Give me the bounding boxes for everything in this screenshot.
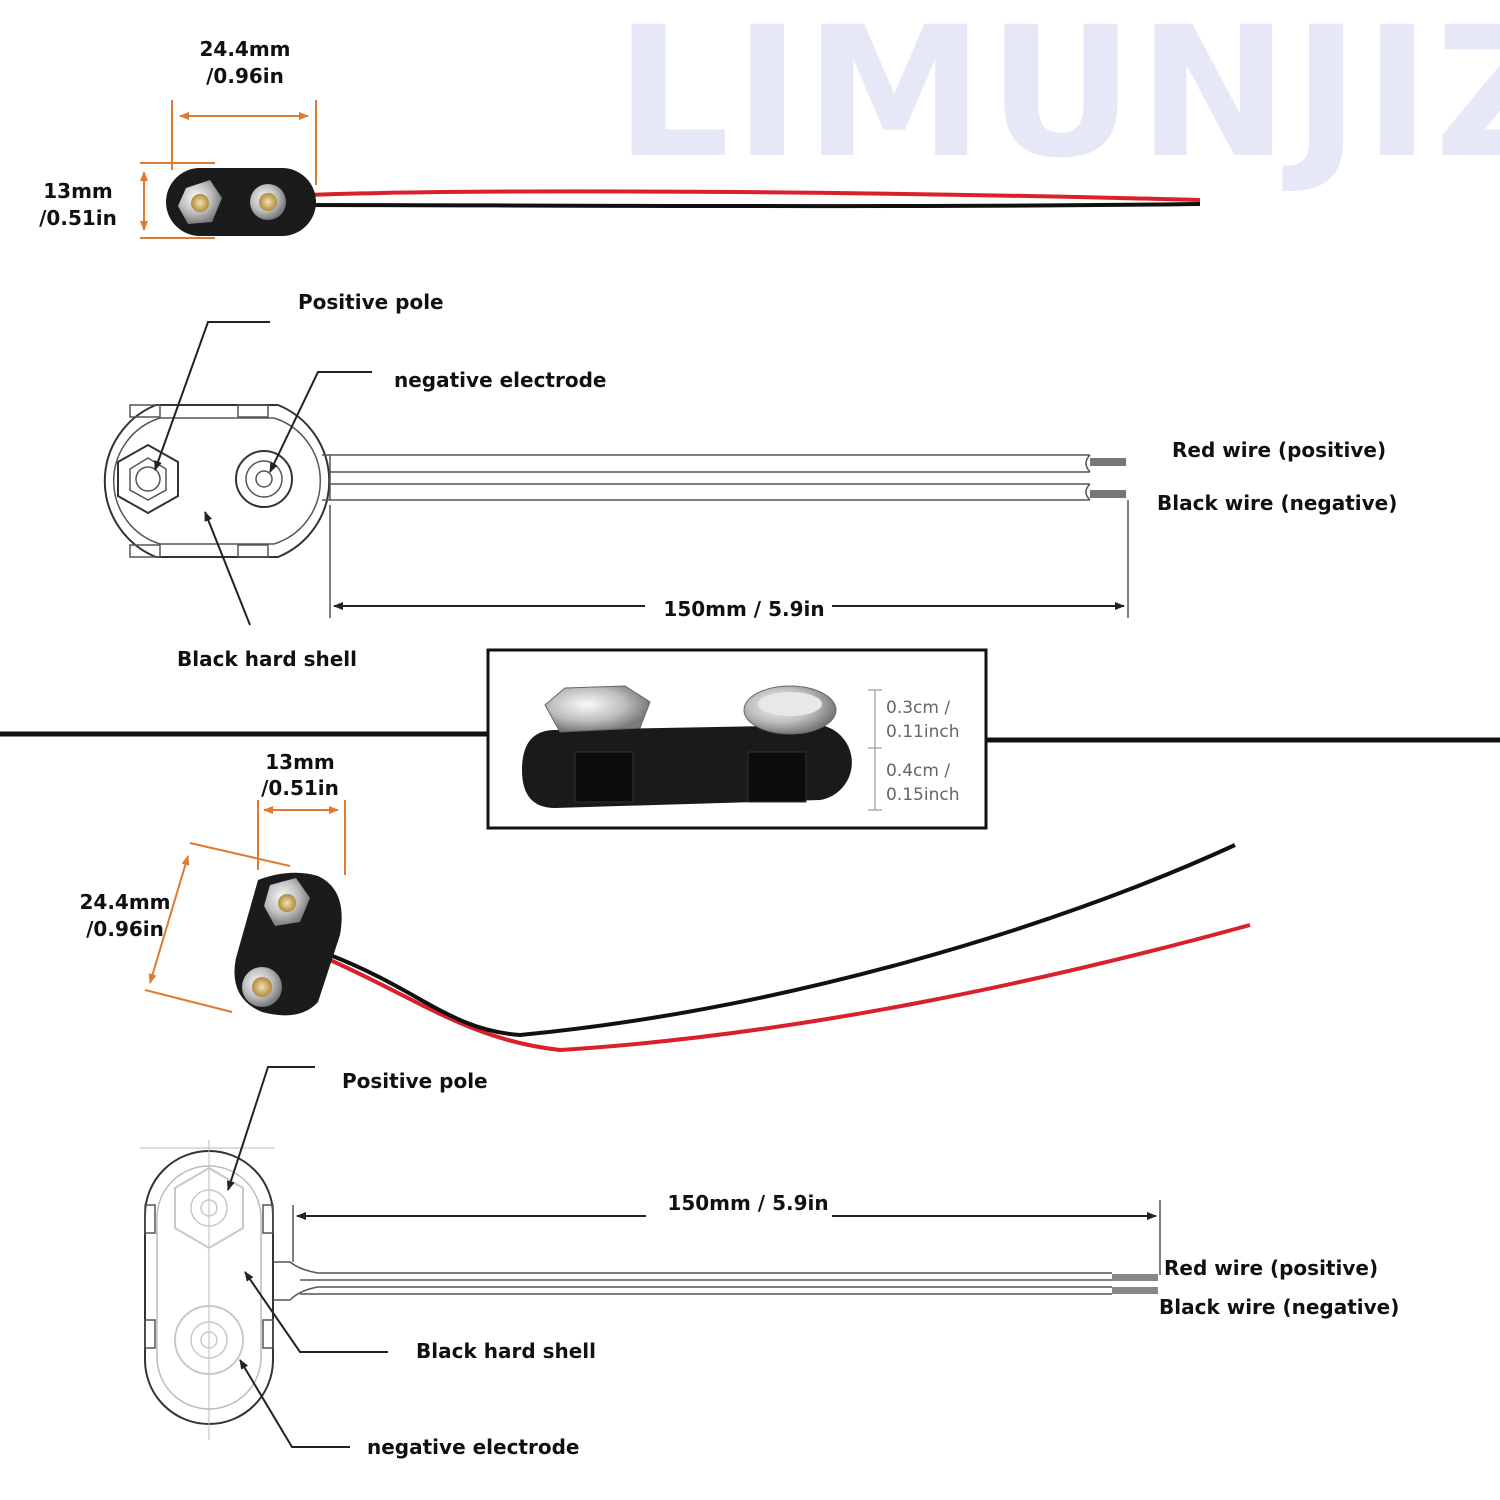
bottom-negative-electrode-leader — [239, 1359, 350, 1448]
top-drawing-hex-terminal — [117, 443, 179, 515]
top-drawing-red-wire-tip — [1090, 458, 1126, 466]
bottom-positive-pole-leader — [226, 1066, 315, 1191]
top-drawing-round-terminal — [235, 450, 293, 508]
bottom-drawing-red-wire-tip — [1112, 1274, 1158, 1281]
top-positive-pole-leader — [154, 321, 270, 471]
bottom-negative-electrode-label: negative electrode — [367, 1435, 579, 1459]
bottom-width-value-in: /0.51in — [261, 776, 339, 800]
inset-hex-terminal — [544, 685, 651, 733]
inset-dimensions — [868, 689, 882, 811]
top-length-label: 150mm / 5.9in — [663, 597, 824, 621]
top-drawing-shell — [103, 404, 331, 558]
inset-dim2-inch: 0.15inch — [886, 785, 959, 805]
top-red-wire-label: Red wire (positive) — [1172, 438, 1386, 462]
bottom-length-label: 150mm / 5.9in — [667, 1191, 828, 1215]
bottom-positive-pole-label: Positive pole — [342, 1069, 488, 1093]
bottom-black-wire — [329, 843, 1236, 1038]
bottom-connector-photo — [234, 843, 1251, 1053]
inset-dim2-cm: 0.4cm / — [886, 761, 950, 781]
bottom-technical-drawing — [140, 1066, 1161, 1448]
top-drawing-black-wire-tip — [1090, 490, 1126, 498]
inset-dim1-cm: 0.3cm / — [886, 698, 950, 718]
top-positive-pole-label: Positive pole — [298, 290, 444, 314]
top-negative-electrode-label: negative electrode — [394, 368, 606, 392]
top-black-wire-label: Black wire (negative) — [1157, 491, 1397, 515]
bottom-height-value: 24.4mm — [79, 890, 170, 914]
bottom-width-value: 13mm — [265, 750, 335, 774]
inset-dim1-inch: 0.11inch — [886, 722, 959, 742]
bottom-height-dim-line — [148, 855, 190, 984]
top-black-shell-label: Black hard shell — [177, 647, 357, 671]
bottom-red-wire-label: Red wire (positive) — [1164, 1256, 1378, 1280]
top-height-value-in: /0.51in — [39, 206, 117, 230]
inset-connector-photo — [522, 685, 852, 808]
bottom-drawing-black-wire-tip — [1112, 1287, 1158, 1294]
top-technical-drawing — [103, 321, 1129, 626]
top-photo-dimensions — [140, 100, 317, 239]
top-connector-photo — [166, 168, 1201, 236]
bottom-photo-dimensions — [144, 800, 346, 1013]
top-black-wire — [304, 202, 1201, 209]
bottom-black-wire-label: Black wire (negative) — [1159, 1295, 1399, 1319]
top-black-shell-leader — [204, 511, 251, 626]
top-red-wire — [304, 189, 1201, 202]
brand-watermark: LIMUNJIZ — [615, 0, 1500, 198]
bottom-drawing-hex-terminal — [174, 1166, 244, 1250]
top-negative-electrode-leader — [269, 371, 372, 473]
bottom-drawing-round-terminal — [174, 1305, 244, 1375]
top-width-value-in: /0.96in — [206, 64, 284, 88]
bottom-black-shell-leader — [244, 1271, 388, 1353]
top-width-value: 24.4mm — [199, 37, 290, 61]
bottom-drawing-shell — [144, 1150, 274, 1425]
bottom-height-value-in: /0.96in — [86, 917, 164, 941]
top-height-value: 13mm — [43, 179, 113, 203]
bottom-black-shell-label: Black hard shell — [416, 1339, 596, 1363]
bottom-red-wire — [329, 923, 1251, 1053]
